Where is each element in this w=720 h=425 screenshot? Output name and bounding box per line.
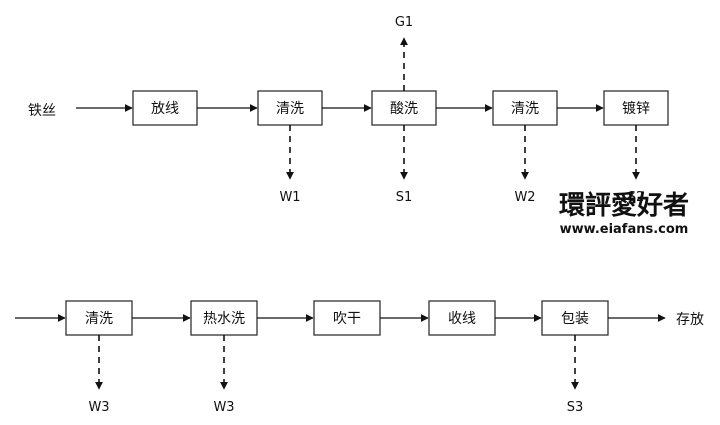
emission-label-w2: W2 bbox=[514, 190, 535, 205]
step-box-hot-water-wash: 热水洗 bbox=[190, 300, 258, 336]
emission-label-w3-b: W3 bbox=[213, 400, 234, 415]
step-box-galvanizing: 镀锌 bbox=[603, 90, 669, 126]
emission-label-s3: S3 bbox=[567, 400, 584, 415]
step-label-take-up: 收线 bbox=[448, 311, 476, 327]
emission-label-s2: S2 bbox=[628, 190, 645, 205]
step-box-wash-2: 清洗 bbox=[492, 90, 558, 126]
step-box-packaging: 包装 bbox=[541, 300, 609, 336]
step-box-wash-1: 清洗 bbox=[257, 90, 323, 126]
emission-label-g1: G1 bbox=[395, 15, 413, 30]
step-label-pickling: 酸洗 bbox=[390, 101, 418, 117]
step-label-wash-1: 清洗 bbox=[276, 101, 304, 117]
step-box-payoff: 放线 bbox=[132, 90, 198, 126]
step-box-take-up: 收线 bbox=[428, 300, 496, 336]
watermark-url: www.eiafans.com bbox=[560, 222, 689, 237]
step-label-galvanizing: 镀锌 bbox=[622, 100, 650, 117]
input-label-iron-wire: 铁丝 bbox=[28, 103, 56, 119]
step-box-wash-3: 清洗 bbox=[65, 300, 133, 336]
step-label-wash-3: 清洗 bbox=[85, 311, 113, 327]
step-box-pickling: 酸洗 bbox=[371, 90, 437, 126]
step-label-payoff: 放线 bbox=[151, 101, 179, 117]
step-box-blow-dry: 吹干 bbox=[313, 300, 381, 336]
emission-label-w1: W1 bbox=[279, 190, 300, 205]
step-label-hot-water-wash: 热水洗 bbox=[203, 311, 245, 327]
emission-label-w3-a: W3 bbox=[88, 400, 109, 415]
watermark-title: 環評愛好者 bbox=[559, 190, 689, 221]
step-label-wash-2: 清洗 bbox=[511, 101, 539, 117]
output-label-storage: 存放 bbox=[676, 312, 704, 328]
step-label-blow-dry: 吹干 bbox=[333, 311, 361, 327]
step-label-packaging: 包装 bbox=[561, 311, 589, 327]
emission-label-s1: S1 bbox=[396, 190, 413, 205]
